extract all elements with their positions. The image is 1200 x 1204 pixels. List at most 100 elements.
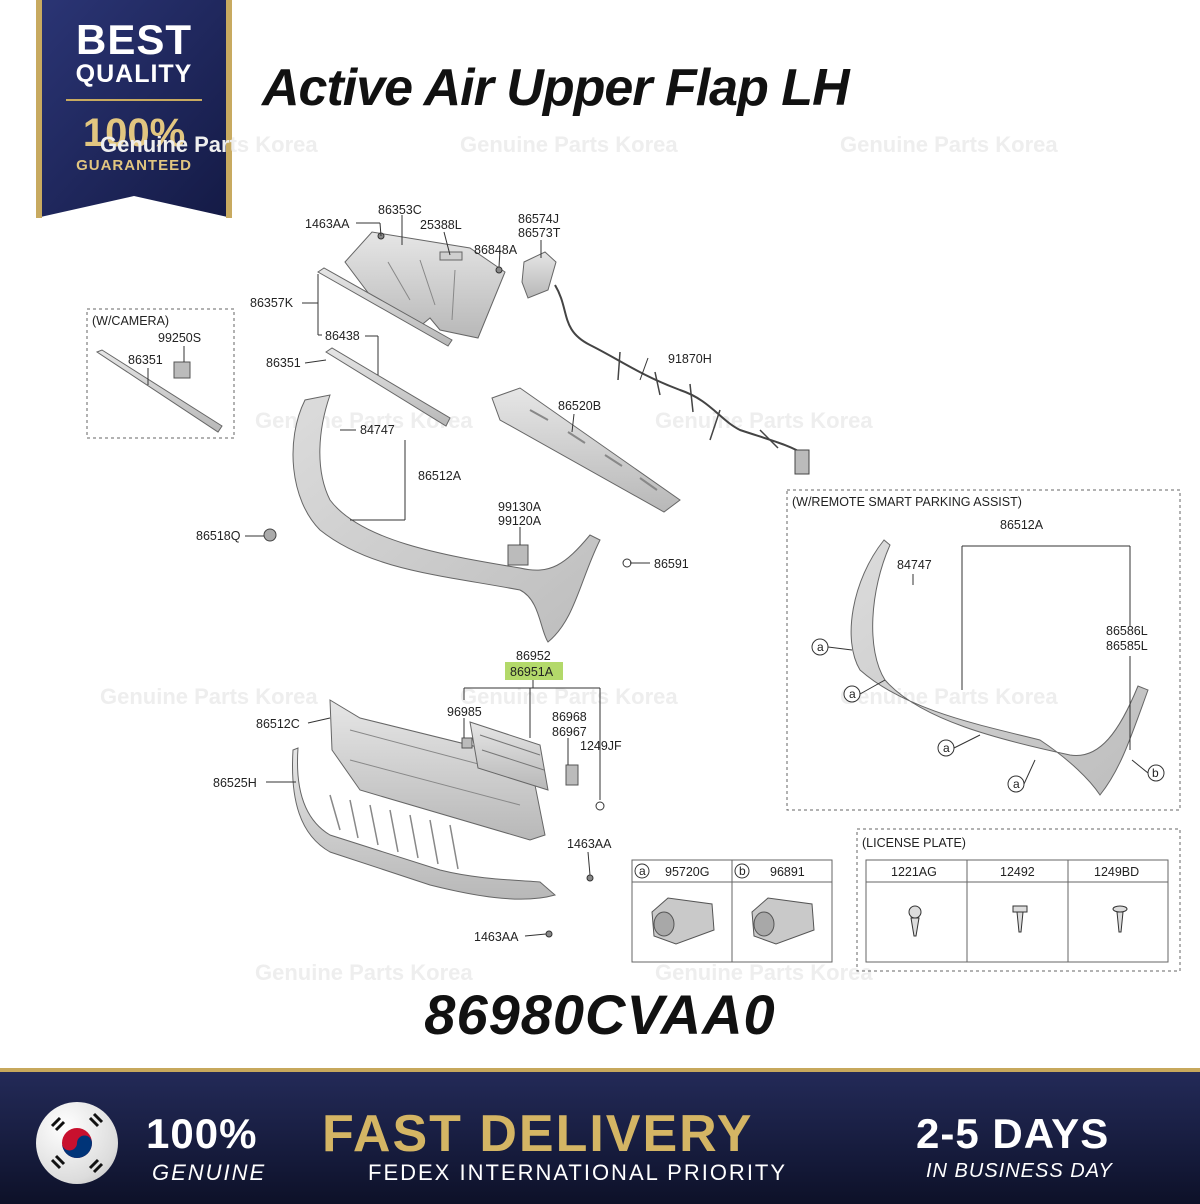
badge-quality: QUALITY xyxy=(75,60,193,88)
highlight-marker xyxy=(505,662,563,680)
sensor-table-marker-b: b xyxy=(739,864,746,878)
best-quality-badge: BEST QUALITY 100% GUARANTEED xyxy=(36,0,232,218)
part-number: 86980CVAA0 xyxy=(424,983,776,1046)
korea-flag-icon xyxy=(36,1102,118,1184)
callout-label: 1249JF xyxy=(580,739,622,753)
delivery-banner: 100% GENUINE FAST DELIVERY FEDEX INTERNA… xyxy=(0,1068,1200,1204)
license-part-2: 12492 xyxy=(1000,865,1035,879)
callout-label: 99120A xyxy=(498,514,542,528)
callout-label-highlighted: 86951A xyxy=(510,665,554,679)
watermark-text: Genuine Parts Korea xyxy=(840,132,1058,157)
carrier-label: FEDEX INTERNATIONAL PRIORITY xyxy=(368,1160,788,1185)
actuator-part xyxy=(565,764,579,786)
bracket-part xyxy=(521,251,557,299)
callout-label: 86512C xyxy=(256,717,300,731)
watermark-text: Genuine Parts Korea xyxy=(655,960,873,985)
genuine-label: GENUINE xyxy=(152,1160,267,1185)
lower-grille-part xyxy=(292,747,557,900)
product-title: Active Air Upper Flap LH xyxy=(262,59,850,117)
watermark-text: Genuine Parts Korea xyxy=(460,132,678,157)
license-table xyxy=(865,859,1169,963)
callout-label: 86351 xyxy=(128,353,163,367)
callout-label: 86518Q xyxy=(196,529,241,543)
callout-label: 1463AA xyxy=(567,837,612,851)
callout-label: 25388L xyxy=(420,218,462,232)
watermark-text: Genuine Parts Korea xyxy=(840,684,1058,709)
bumper-cover-part xyxy=(292,394,601,643)
callout-label: 86525H xyxy=(213,776,257,790)
callout-label: 86848A xyxy=(474,243,518,257)
parking-assist-variant-box xyxy=(786,489,1181,811)
label-plate-part xyxy=(439,251,463,261)
callout-label: 86573T xyxy=(518,226,561,240)
callout-label: 86357K xyxy=(250,296,294,310)
callout-label: 86967 xyxy=(552,725,587,739)
sensor-marker-a: a xyxy=(849,687,856,701)
garnish-strip-part xyxy=(95,349,223,433)
business-day-label: IN BUSINESS DAY xyxy=(926,1160,1113,1182)
camera-part xyxy=(173,361,191,379)
active-air-flap-part xyxy=(469,721,549,791)
callout-label: 99250S xyxy=(158,331,201,345)
callout-label: 86438 xyxy=(325,329,360,343)
watermark-text: Genuine Parts Korea xyxy=(255,960,473,985)
callout-label: 86585L xyxy=(1106,639,1148,653)
cap-part xyxy=(263,528,277,542)
license-plate-box xyxy=(856,828,1181,972)
connector-part xyxy=(794,449,810,475)
badge-best: BEST xyxy=(75,16,192,63)
callout-label: 96985 xyxy=(447,705,482,719)
callout-label: 86586L xyxy=(1106,624,1148,638)
clip-part xyxy=(495,266,503,274)
garnish-strip-part xyxy=(317,267,453,347)
callout-label: 91870H xyxy=(668,352,712,366)
sensor-marker-a: a xyxy=(1013,777,1020,791)
screw-icon xyxy=(1112,905,1128,933)
callout-label: 86574J xyxy=(518,212,559,226)
sensor-bracket-part xyxy=(507,544,529,566)
license-part-3: 1249BD xyxy=(1094,865,1139,879)
callout-label: 99130A xyxy=(498,500,542,514)
callout-label: 1463AA xyxy=(474,930,519,944)
screw-part xyxy=(595,801,605,811)
callout-label: 1463AA xyxy=(305,217,350,231)
radiator-grille-part xyxy=(329,699,546,841)
clip-part xyxy=(461,737,473,749)
callout-label: 86512A xyxy=(1000,518,1044,532)
watermark-text: Genuine Parts Korea xyxy=(100,132,318,157)
sensor-marker-a: a xyxy=(943,741,950,755)
sensor-part-b: 96891 xyxy=(770,865,805,879)
license-box-title: (LICENSE PLATE) xyxy=(862,836,966,850)
badge-percent: 100% xyxy=(82,111,186,155)
parking-sensor-icon xyxy=(751,897,815,945)
watermark-text: Genuine Parts Korea xyxy=(655,408,873,433)
parking-box-title: (W/REMOTE SMART PARKING ASSIST) xyxy=(792,495,1022,509)
callout-label: 86351 xyxy=(266,356,301,370)
callout-label: 84747 xyxy=(897,558,932,572)
sensor-part-a: 95720G xyxy=(665,865,709,879)
delivery-days: 2-5 DAYS xyxy=(916,1110,1110,1157)
callout-label: 86353C xyxy=(378,203,422,217)
callout-label: 86512A xyxy=(418,469,462,483)
wiring-harness-part xyxy=(554,284,806,456)
parts-diagram: 1463AA 86353C 25388L 86574J 86573T 86848… xyxy=(86,203,1181,972)
energy-absorber-part xyxy=(491,387,681,513)
license-part-1: 1221AG xyxy=(891,865,937,879)
callout-label: 86968 xyxy=(552,710,587,724)
camera-variant-box xyxy=(86,308,235,439)
screw-icon xyxy=(908,905,922,937)
sensor-table-marker-a: a xyxy=(639,864,646,878)
callout-label: 86591 xyxy=(654,557,689,571)
camera-box-title: (W/CAMERA) xyxy=(92,314,169,328)
watermark-text: Genuine Parts Korea xyxy=(100,684,318,709)
fast-delivery-heading: FAST DELIVERY xyxy=(322,1105,754,1163)
garnish-strip-part xyxy=(325,347,451,427)
badge-guaranteed: GUARANTEED xyxy=(76,157,192,174)
parking-sensor-icon xyxy=(651,897,715,945)
sensor-marker-b: b xyxy=(1152,766,1159,780)
screw-part xyxy=(622,558,632,568)
genuine-percent: 100% xyxy=(146,1110,258,1157)
badge-ribbon-shape xyxy=(36,0,232,218)
callout-label: 86520B xyxy=(558,399,601,413)
